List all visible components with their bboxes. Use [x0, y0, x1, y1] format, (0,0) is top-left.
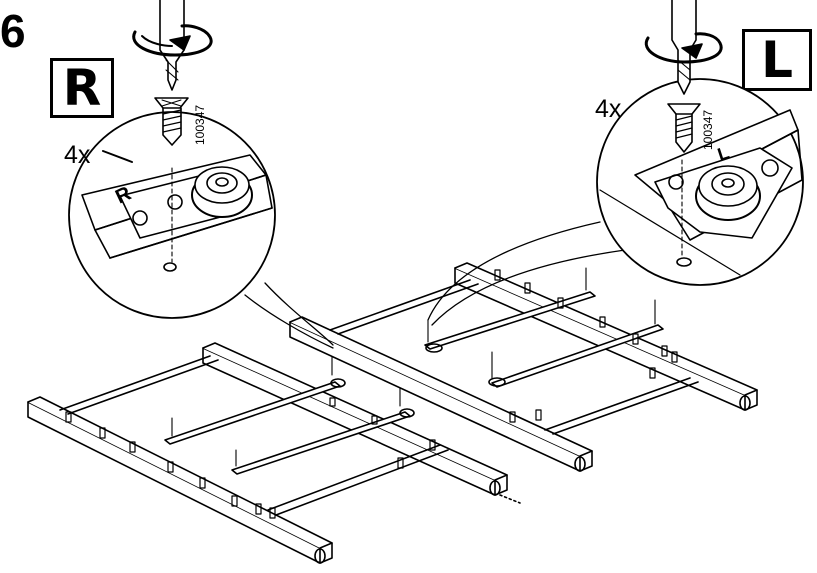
- left-part-number: 100347: [193, 105, 207, 145]
- caster-wheel-icon: [192, 167, 252, 217]
- left-detail-magnifier: [69, 112, 275, 318]
- right-quantity-label: 4x: [595, 95, 622, 123]
- right-bed-frame: [290, 263, 757, 471]
- caster-wheel-icon: [696, 166, 760, 220]
- right-part-number: 100347: [701, 110, 715, 150]
- left-bed-frame: [28, 343, 520, 563]
- left-quantity-label: 4x: [64, 141, 91, 169]
